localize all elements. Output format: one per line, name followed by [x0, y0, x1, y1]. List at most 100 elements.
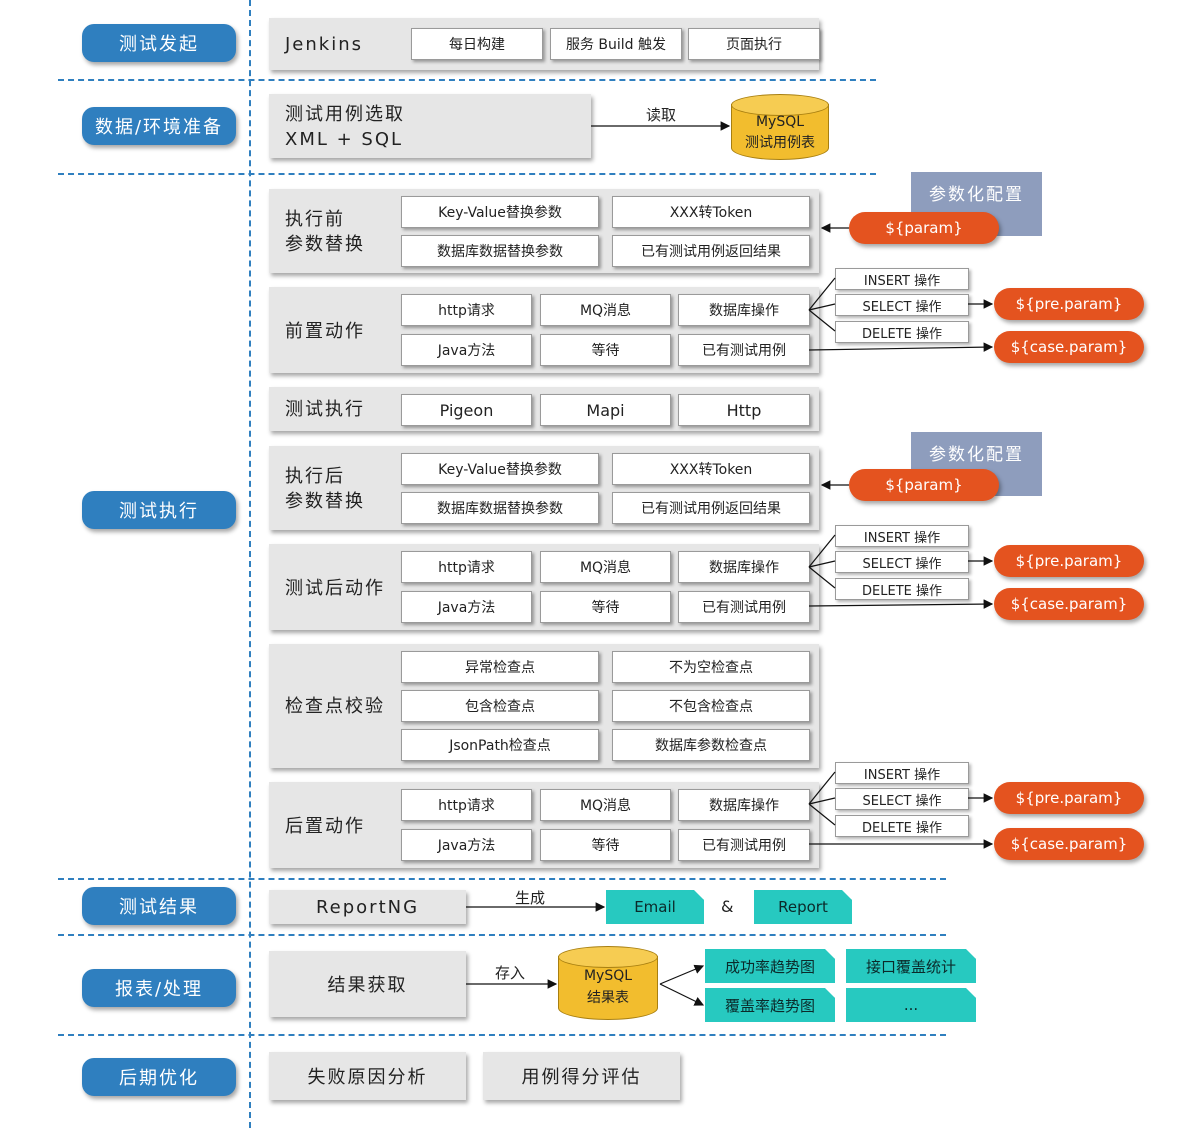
pre-action-label: 前置动作 [285, 321, 365, 342]
insert-op-box[interactable]: INSERT 操作 [835, 525, 969, 547]
java-method-box[interactable]: Java方法 [401, 334, 532, 366]
existing-case-box[interactable]: 已有测试用例 [678, 591, 810, 623]
existing-case-box[interactable]: 已有测试用例 [678, 829, 810, 861]
contains-check-box[interactable]: 包含检查点 [401, 690, 599, 722]
failure-analysis-box: 失败原因分析 [269, 1052, 466, 1100]
reportng-box: ReportNG [269, 890, 466, 924]
select-op-box[interactable]: SELECT 操作 [835, 551, 969, 573]
java-method-box[interactable]: Java方法 [401, 591, 532, 623]
stage-report[interactable]: 报表/处理 [82, 969, 236, 1007]
exception-check-box[interactable]: 异常检查点 [401, 651, 599, 683]
ampersand: & [721, 897, 734, 916]
mq-message-box[interactable]: MQ消息 [540, 294, 671, 326]
section-separator [58, 173, 876, 175]
mq-message-box[interactable]: MQ消息 [540, 551, 671, 583]
case-select-label: 测试用例选取 XML + SQL [285, 104, 405, 151]
trigger-label: Jenkins [285, 34, 364, 55]
page-exec-button[interactable]: 页面执行 [688, 28, 820, 60]
java-method-box[interactable]: Java方法 [401, 829, 532, 861]
delete-op-box[interactable]: DELETE 操作 [835, 815, 969, 837]
service-build-button[interactable]: 服务 Build 触发 [550, 28, 682, 60]
db-param-check-box[interactable]: 数据库参数检查点 [612, 729, 810, 761]
case-select-panel: 测试用例选取 XML + SQL [269, 94, 591, 158]
pigeon-box[interactable]: Pigeon [401, 394, 532, 426]
insert-op-box[interactable]: INSERT 操作 [835, 762, 969, 784]
wait-box[interactable]: 等待 [540, 334, 671, 366]
coverage-arrow [659, 983, 705, 1006]
delete-op-box[interactable]: DELETE 操作 [835, 321, 969, 343]
trigger-panel: Jenkins 每日构建 服务 Build 触发 页面执行 [269, 18, 820, 70]
http-box[interactable]: Http [678, 394, 810, 426]
daily-build-button[interactable]: 每日构建 [411, 28, 543, 60]
stage-trigger[interactable]: 测试发起 [82, 24, 236, 62]
post-replace-panel: 执行后 参数替换 Key-Value替换参数 XXX转Token 数据库数据替换… [269, 446, 819, 530]
jsonpath-check-box[interactable]: JsonPath检查点 [401, 729, 599, 761]
more-doc[interactable]: ... [846, 988, 976, 1022]
checkpoint-panel: 检查点校验 异常检查点 不为空检查点 包含检查点 不包含检查点 JsonPath… [269, 644, 819, 768]
section-separator [58, 1034, 946, 1036]
kv-replace-box[interactable]: Key-Value替换参数 [401, 453, 599, 485]
param-token: ${param} [849, 469, 999, 501]
case-param-token: ${case.param} [994, 331, 1144, 363]
section-separator [58, 79, 876, 81]
stage-optimize[interactable]: 后期优化 [82, 1058, 236, 1096]
trend-arrow [659, 964, 705, 985]
report-doc[interactable]: Report [754, 890, 852, 924]
pre-replace-label: 执行前 参数替换 [285, 209, 365, 256]
db-operation-box[interactable]: 数据库操作 [678, 294, 810, 326]
http-request-box[interactable]: http请求 [401, 789, 532, 821]
checkpoint-label: 检查点校验 [285, 696, 385, 717]
token-convert-box[interactable]: XXX转Token [612, 196, 810, 228]
section-separator [58, 934, 946, 936]
http-request-box[interactable]: http请求 [401, 551, 532, 583]
case-param-arrow [808, 599, 994, 609]
stage-test-result[interactable]: 测试结果 [82, 887, 236, 925]
post-action-panel: 后置动作 http请求 MQ消息 数据库操作 Java方法 等待 已有测试用例 [269, 782, 819, 868]
mq-message-box[interactable]: MQ消息 [540, 789, 671, 821]
mysql-result-table-db: MySQL 结果表 [558, 946, 658, 1020]
existing-case-box[interactable]: 已有测试用例 [678, 334, 810, 366]
post-replace-label: 执行后 参数替换 [285, 466, 365, 513]
store-arrow-label: 存入 [495, 964, 526, 982]
wait-box[interactable]: 等待 [540, 591, 671, 623]
param-token: ${param} [849, 212, 999, 244]
select-op-box[interactable]: SELECT 操作 [835, 294, 969, 316]
run-label: 测试执行 [285, 399, 365, 420]
db-replace-box[interactable]: 数据库数据替换参数 [401, 492, 599, 524]
post-action-label: 后置动作 [285, 816, 365, 837]
pre-param-token: ${pre.param} [994, 288, 1144, 320]
coverage-trend-doc[interactable]: 覆盖率趋势图 [705, 988, 835, 1022]
db-operation-box[interactable]: 数据库操作 [678, 551, 810, 583]
success-trend-doc[interactable]: 成功率趋势图 [705, 949, 835, 983]
wait-box[interactable]: 等待 [540, 829, 671, 861]
section-separator [58, 878, 946, 880]
case-result-box[interactable]: 已有测试用例返回结果 [612, 492, 810, 524]
token-convert-box[interactable]: XXX转Token [612, 453, 810, 485]
case-param-token: ${case.param} [994, 588, 1144, 620]
pre-action-panel: 前置动作 http请求 MQ消息 数据库操作 Java方法 等待 已有测试用例 [269, 287, 819, 373]
generate-arrow-label: 生成 [515, 889, 546, 907]
insert-op-box[interactable]: INSERT 操作 [835, 268, 969, 290]
case-result-box[interactable]: 已有测试用例返回结果 [612, 235, 810, 267]
email-doc[interactable]: Email [606, 890, 704, 924]
stage-data-prep[interactable]: 数据/环境准备 [82, 107, 236, 145]
db-name: MySQL [583, 968, 633, 984]
read-arrow-label: 读取 [646, 106, 677, 124]
select-op-box[interactable]: SELECT 操作 [835, 788, 969, 810]
db-replace-box[interactable]: 数据库数据替换参数 [401, 235, 599, 267]
result-fetch-box: 结果获取 [269, 951, 466, 1017]
post-test-action-label: 测试后动作 [285, 578, 385, 599]
run-panel: 测试执行 Pigeon Mapi Http [269, 387, 819, 431]
case-param-arrow [808, 342, 994, 352]
db-name: MySQL [755, 114, 805, 130]
post-test-action-panel: 测试后动作 http请求 MQ消息 数据库操作 Java方法 等待 已有测试用例 [269, 544, 819, 630]
not-contains-check-box[interactable]: 不包含检查点 [612, 690, 810, 722]
not-null-check-box[interactable]: 不为空检查点 [612, 651, 810, 683]
db-operation-box[interactable]: 数据库操作 [678, 789, 810, 821]
stage-test-exec[interactable]: 测试执行 [82, 491, 236, 529]
http-request-box[interactable]: http请求 [401, 294, 532, 326]
api-coverage-doc[interactable]: 接口覆盖统计 [846, 949, 976, 983]
kv-replace-box[interactable]: Key-Value替换参数 [401, 196, 599, 228]
delete-op-box[interactable]: DELETE 操作 [835, 578, 969, 600]
mapi-box[interactable]: Mapi [540, 394, 671, 426]
